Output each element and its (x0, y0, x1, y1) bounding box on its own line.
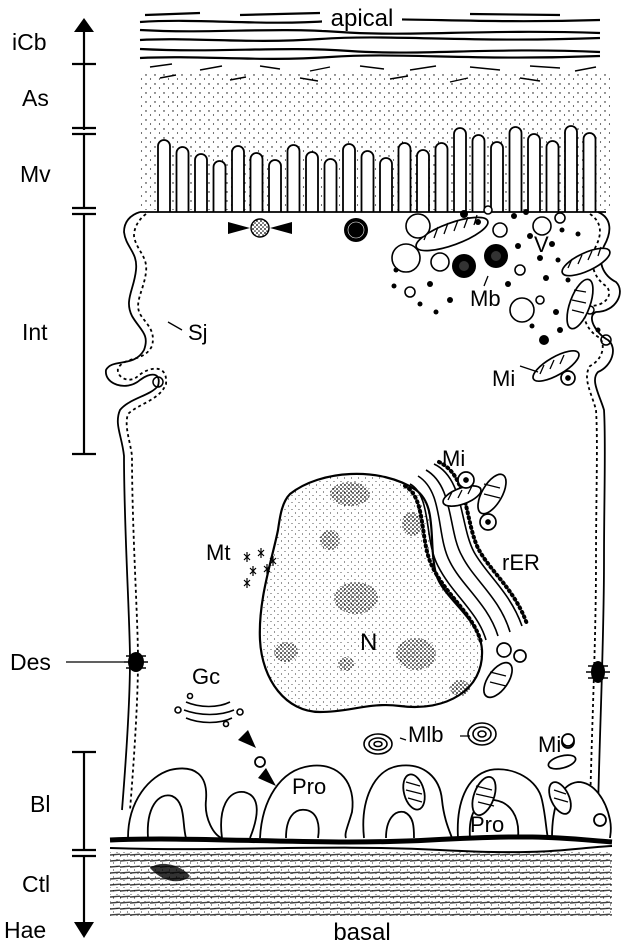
apical-label-group: apical (322, 5, 402, 32)
layer-label-bl: Bl (30, 791, 50, 817)
connective-tissue-layer (110, 837, 612, 918)
microvillus (158, 140, 170, 212)
microvillus (288, 145, 300, 212)
golgi-complex (175, 694, 243, 727)
label-microbodies: Mb (470, 286, 501, 311)
microvillus (547, 141, 559, 212)
label-mitochondria-upper: Mi (492, 366, 515, 391)
microvillus (380, 158, 392, 212)
label-rough-er: rER (502, 550, 540, 575)
layer-label-mv: Mv (20, 161, 51, 187)
microvillus (565, 126, 577, 212)
label-microtubules: Mt (206, 540, 230, 565)
microvillus (454, 128, 466, 212)
microvillus (362, 151, 374, 212)
left-lateral-membrane (106, 212, 159, 810)
microvillus (473, 135, 485, 212)
microvillus (214, 161, 226, 212)
microvillus (417, 150, 429, 212)
basal-label: basal (333, 919, 390, 944)
microvillus (510, 127, 522, 212)
microvillus (491, 142, 503, 212)
label-septate-junction: Sj (188, 320, 208, 345)
label-multilamellar-body: Mlb (408, 722, 443, 747)
right-lateral-membrane (592, 212, 620, 810)
label-golgi-complex: Gc (192, 664, 220, 689)
layer-label-int: Int (22, 319, 48, 345)
layer-label-hae: Hae (4, 917, 46, 943)
label-process-right: Pro (470, 812, 504, 837)
microvillus (325, 159, 337, 212)
microvillus (436, 143, 448, 212)
microvillus (232, 146, 244, 212)
layer-scale-bar (72, 30, 96, 922)
layer-label-as: As (22, 85, 49, 111)
microvillus (528, 134, 540, 212)
microvillus (306, 152, 318, 212)
label-nucleus: N (360, 629, 377, 656)
microvillus (343, 144, 355, 212)
microvillus (195, 154, 207, 212)
label-vesicles: V (534, 232, 549, 257)
layer-label-icb: iCb (12, 29, 47, 55)
layer-label-ctl: Ctl (22, 871, 50, 897)
label-mitochondria-lower: Mi (538, 732, 561, 757)
microvillus (584, 133, 596, 212)
apical-label: apical (331, 5, 394, 32)
label-process-left: Pro (292, 774, 326, 799)
microvillus (399, 143, 411, 212)
up-arrow-icon (74, 18, 94, 32)
layer-label-des: Des (10, 649, 51, 675)
apical-arrowheads (228, 219, 292, 237)
down-arrow-icon (74, 922, 94, 938)
microvillus (177, 147, 189, 212)
basal-label-group: basal (328, 919, 398, 944)
microvillus (251, 153, 263, 212)
microvillus (269, 160, 281, 212)
label-mitochondria-middle: Mi (442, 446, 465, 471)
